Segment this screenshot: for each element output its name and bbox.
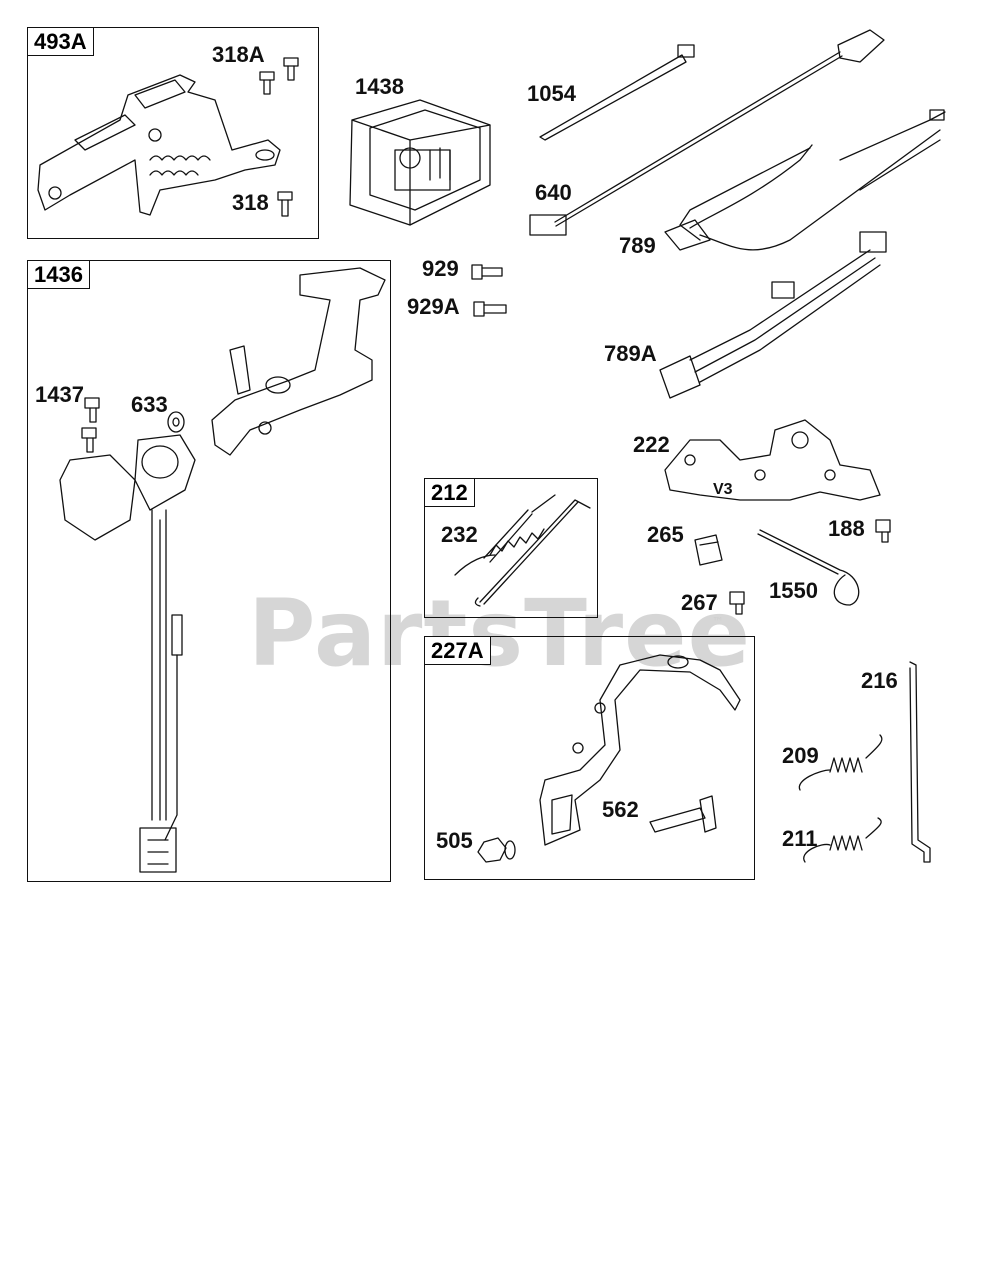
group-tag-493A: 493A — [27, 27, 94, 56]
label-188: 188 — [828, 516, 865, 541]
group-tag-227A: 227A — [424, 636, 491, 665]
part-789-harness — [664, 109, 946, 251]
label-1054: 1054 — [527, 81, 576, 106]
part-562-pin — [649, 795, 717, 833]
label-929A: 929A — [407, 294, 460, 319]
part-ignition-switch — [59, 434, 196, 873]
label-318: 318 — [232, 190, 269, 215]
part-789A-harness — [659, 231, 887, 399]
label-265: 265 — [647, 522, 684, 547]
part-1437-screws — [81, 397, 100, 453]
group-tag-1436: 1436 — [27, 260, 90, 289]
part-227A-bracket — [539, 654, 741, 846]
label-633: 633 — [131, 392, 168, 417]
part-267-screw — [729, 591, 745, 615]
part-1054-cable-tie — [539, 44, 695, 141]
watermark-trademark: ™ — [712, 615, 724, 629]
part-232-spring — [454, 494, 556, 576]
part-222-lever — [664, 419, 881, 501]
label-211: 211 — [782, 826, 818, 851]
part-493A-bracket — [37, 74, 281, 216]
group-box-493A: 493A — [27, 27, 319, 239]
label-267: 267 — [681, 590, 718, 615]
part-318A-bolts — [259, 57, 299, 95]
part-211-spring — [803, 817, 882, 863]
part-209-spring — [798, 734, 883, 791]
group-tag-212: 212 — [424, 478, 475, 507]
group-box-227A: 227A — [424, 636, 755, 880]
part-633-washer — [167, 411, 185, 433]
label-209: 209 — [782, 743, 819, 768]
group-box-212: 212 — [424, 478, 598, 618]
label-562: 562 — [602, 797, 639, 822]
label-929: 929 — [422, 256, 459, 281]
part-188-screw — [875, 519, 891, 543]
part-929-screw — [471, 264, 503, 280]
part-929A-screw — [473, 301, 507, 317]
part-265-clip — [694, 534, 723, 566]
label-1437: 1437 — [35, 382, 84, 407]
label-1438: 1438 — [355, 74, 404, 99]
label-505: 505 — [436, 828, 473, 853]
part-216-rod — [909, 661, 931, 863]
label-789A: 789A — [604, 341, 657, 366]
label-v3: V3 — [713, 481, 733, 498]
part-1550-clip — [757, 529, 860, 606]
part-212-link — [474, 499, 591, 607]
label-216: 216 — [861, 668, 898, 693]
label-318A: 318A — [212, 42, 265, 67]
part-318-bolt — [277, 191, 293, 217]
label-222: 222 — [633, 432, 670, 457]
part-1438-housing — [349, 99, 491, 226]
label-640: 640 — [535, 180, 572, 205]
group-box-1436: 1436 — [27, 260, 391, 882]
label-789: 789 — [619, 233, 656, 258]
label-1550: 1550 — [769, 578, 818, 603]
part-1436-bracket — [211, 267, 386, 456]
label-232: 232 — [441, 522, 478, 547]
part-640-wire — [529, 29, 885, 236]
watermark: PartsTree — [248, 580, 751, 687]
part-505-nut — [477, 837, 516, 863]
